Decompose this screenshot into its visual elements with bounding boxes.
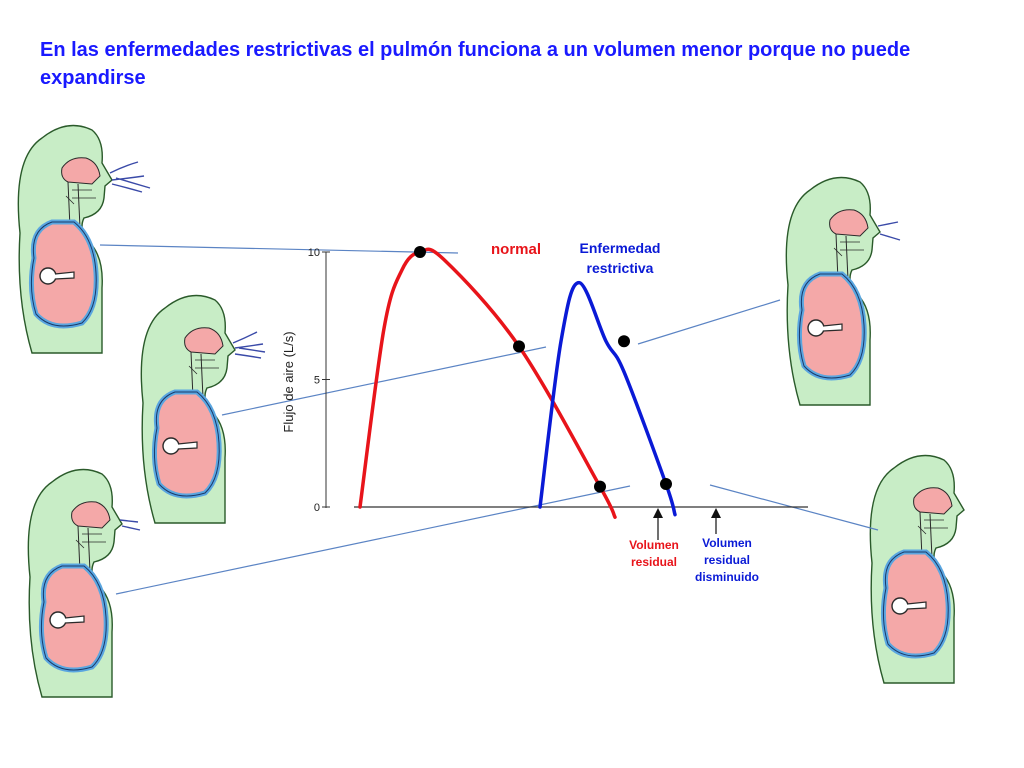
residual-volume-normal-annotation: Volumen residual — [629, 508, 679, 569]
person-full-inspiration — [18, 126, 151, 354]
person-mid-expiration — [141, 296, 266, 524]
normal-curve — [358, 247, 617, 519]
slide-title: En las enfermedades restrictivas el pulm… — [40, 39, 911, 89]
residual-normal-line2: residual — [631, 555, 677, 569]
restrictive-series-label-line2: restrictiva — [587, 260, 654, 276]
person-restrictive-peak — [786, 178, 901, 406]
breath-icon — [877, 221, 901, 241]
breath-icon — [109, 161, 151, 193]
data-point-marker — [513, 340, 525, 353]
residual-volume-restrictive-annotation: Volumen residual disminuido — [695, 508, 759, 584]
data-point-marker — [618, 335, 630, 348]
arrow-up-icon — [653, 508, 663, 518]
y-tick-label: 10 — [308, 247, 320, 259]
breath-icon — [232, 331, 266, 359]
normal-series-label: normal — [491, 241, 541, 258]
breath-icon — [119, 519, 141, 531]
connector-line — [99, 244, 459, 254]
flow-volume-chart: 0 5 10 Flujo de aire (L/s) normal Enfermed… — [281, 240, 808, 584]
data-point-marker — [660, 478, 672, 491]
residual-restrictive-line2: residual — [704, 553, 750, 567]
person-residual-normal — [28, 470, 141, 698]
data-point-marker — [414, 246, 426, 258]
residual-normal-line1: Volumen — [629, 538, 679, 552]
residual-restrictive-line3: disminuido — [695, 570, 759, 584]
connector-line — [221, 346, 547, 416]
residual-restrictive-line1: Volumen — [702, 536, 752, 550]
y-tick-label: 5 — [314, 375, 320, 387]
person-restrictive-residual — [870, 456, 964, 684]
connector-line — [637, 299, 781, 345]
restrictive-curve — [538, 280, 677, 517]
y-tick-label: 0 — [314, 502, 320, 514]
arrow-up-icon — [711, 508, 721, 518]
y-axis-label: Flujo de aire (L/s) — [281, 331, 296, 432]
connector-line — [115, 485, 631, 595]
connector-lines — [99, 244, 879, 595]
restrictive-series-label-line1: Enfermedad — [580, 240, 661, 256]
data-point-marker — [594, 480, 606, 493]
